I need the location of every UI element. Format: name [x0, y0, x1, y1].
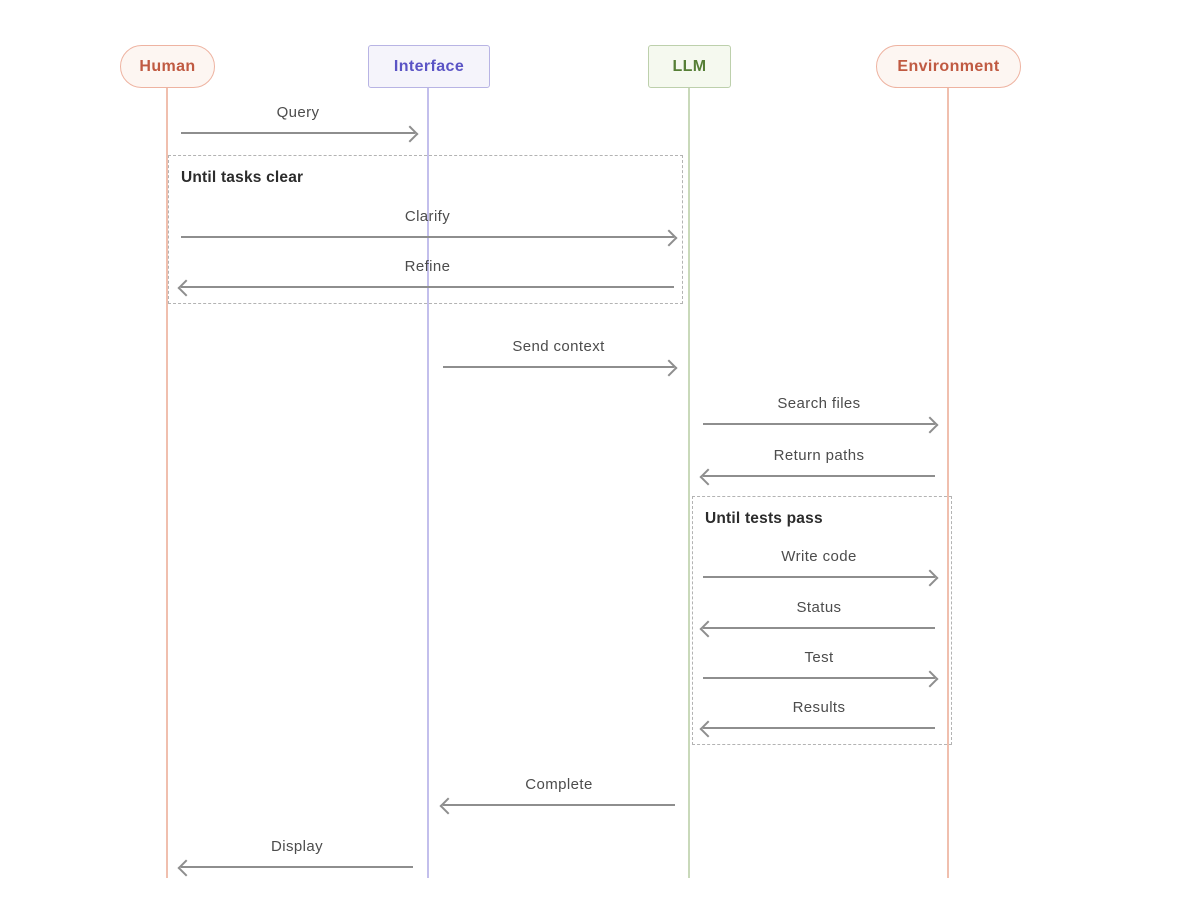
message-test: Test	[703, 648, 935, 679]
loop-until-tasks-clear: Until tasks clear	[168, 155, 683, 304]
loop-label: Until tasks clear	[181, 169, 304, 186]
message-label: Results	[792, 699, 846, 716]
message-label: Clarify	[404, 208, 451, 225]
arrow-right-icon	[443, 366, 674, 368]
lifeline-human	[166, 88, 168, 878]
actor-interface: Interface	[368, 45, 490, 88]
message-label: Status	[796, 599, 842, 616]
message-status: Status	[703, 598, 935, 629]
arrow-left-icon	[703, 475, 935, 477]
message-label: Search files	[777, 395, 861, 412]
actor-human: Human	[120, 45, 215, 88]
arrow-right-icon	[703, 576, 935, 578]
message-refine: Refine	[181, 257, 674, 288]
arrow-left-icon	[443, 804, 675, 806]
arrow-left-icon	[181, 286, 674, 288]
message-label: Return paths	[773, 447, 865, 464]
actor-human-label: Human	[139, 57, 196, 75]
message-clarify: Clarify	[181, 207, 674, 238]
actor-interface-label: Interface	[393, 57, 465, 75]
message-results: Results	[703, 698, 935, 729]
message-label: Test	[804, 649, 834, 666]
message-display: Display	[181, 837, 413, 868]
loop-label: Until tests pass	[705, 510, 823, 527]
arrow-right-icon	[703, 423, 935, 425]
message-label: Complete	[525, 776, 593, 793]
arrow-left-icon	[703, 627, 935, 629]
message-search-files: Search files	[703, 394, 935, 425]
actor-llm: LLM	[648, 45, 731, 88]
arrow-left-icon	[703, 727, 935, 729]
message-complete: Complete	[443, 775, 675, 806]
arrow-left-icon	[181, 866, 413, 868]
arrow-right-icon	[181, 132, 415, 134]
actor-llm-label: LLM	[672, 57, 707, 75]
message-label: Write code	[781, 548, 857, 565]
message-write-code: Write code	[703, 547, 935, 578]
lifeline-interface	[427, 88, 429, 878]
message-label: Query	[276, 104, 320, 121]
arrow-right-icon	[181, 236, 674, 238]
message-query: Query	[181, 103, 415, 134]
arrow-right-icon	[703, 677, 935, 679]
message-send-context: Send context	[443, 337, 674, 368]
message-label: Refine	[404, 258, 451, 275]
message-label: Display	[271, 838, 323, 855]
actor-environment-label: Environment	[897, 57, 1000, 75]
message-return-paths: Return paths	[703, 446, 935, 477]
loop-until-tests-pass: Until tests pass	[692, 496, 952, 745]
lifeline-llm	[688, 88, 690, 878]
lifeline-environment	[947, 88, 949, 878]
actor-environment: Environment	[876, 45, 1021, 88]
message-label: Send context	[512, 338, 605, 355]
